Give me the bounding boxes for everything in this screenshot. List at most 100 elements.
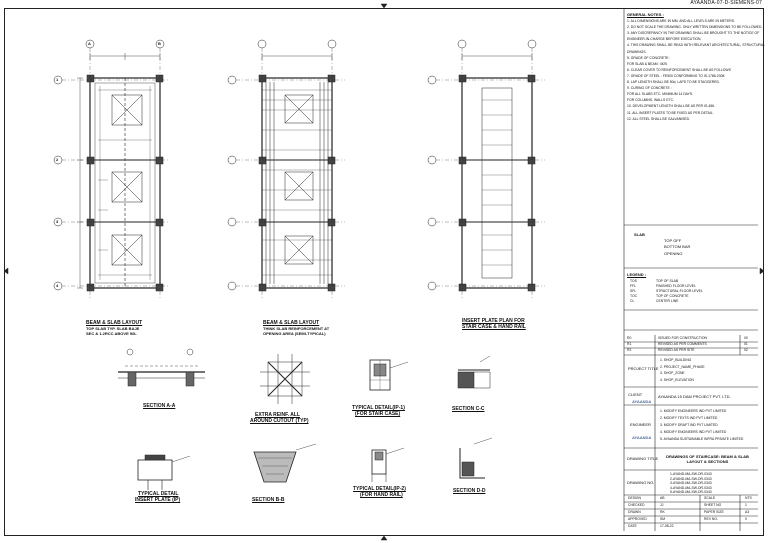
footer-label: PAPER SIZE [704,510,724,514]
engineer-line: 4. MODIFY ENGINEERS IND PVT LIMITED [660,430,727,434]
note-line: 9. CURING OF CONCRETE : [627,86,672,91]
engineer-line: 2. MODIFY TEXTS IND PVT LIMITED [660,416,718,420]
note-line: DRAWINGS. [627,49,647,54]
drawing-no-label: DRAWING NO. [627,480,655,485]
drawing-no: 2-AYAND-MA-SW-DR-0343 [670,476,712,481]
section-aa-title: SECTION A-A [143,403,176,409]
revision-no: 01 [744,342,748,346]
revision-code: R1 [627,342,632,346]
beam-slab-plan-2 [227,39,345,300]
footer-label: APPROVED [628,517,647,521]
footer-value: NTS [745,496,752,500]
footer-label: DESIGN [628,496,641,500]
legend-desc: TOP OF SLAB [656,279,679,283]
footer-value: AB [660,496,665,500]
legend-abbr: FFL [630,284,637,288]
insert-plate-plan [427,39,545,300]
revision-no: 00 [744,336,748,340]
engineer-label: ENGINEER [630,422,651,427]
note-line: 8. LAP LENGTH SHALL BE 50d, LAPS TO BE S… [627,80,720,84]
footer-value: RK [660,510,665,514]
legend-abbr: TOS [630,279,637,283]
ip1-title: TYPICAL DETAIL(IP-1) [352,405,405,411]
footer-value: SM [660,517,666,521]
grid-label-a: A [88,41,91,46]
footer-value: JJ [660,503,664,507]
ip2-title: TYPICAL DETAIL(IP-2) [353,486,406,492]
footer-label: CHECKED [628,503,645,507]
extra-reinf-title: EXTRA REINF. ALL [255,412,300,418]
note-line: 4. THIS DRAWING SHALL BE READ WITH RELEV… [627,43,766,48]
plan1-sub2: SEC & 1.2RCC ABOVE 90L [86,331,137,336]
note-line: 7. GRADE OF STEEL : FE500 CONFORMING TO … [627,73,725,78]
drawing-no: 3-AYAND-MA-SW-DR-0343 [670,481,712,485]
extra-reinf-detail [260,354,310,404]
typical-detail-ip1 [369,359,409,391]
project-line: 1. SHOP_BUILDING [660,358,692,362]
note-line: FOR SLAB & BEAM : M25 [627,61,667,66]
plan1-title: BEAM & SLAB LAYOUT [86,320,143,326]
beam-slab-plan-1 [53,39,170,300]
legend-abbr: CL [630,299,635,303]
section-cc-title: SECTION C-C [452,406,485,412]
footer-value: 0 [745,517,747,521]
plan3-sub1: STAIR CASE & HAND RAIL [462,324,526,330]
section-cc [457,355,491,389]
note-line: 1. ALL DIMENSIONS ARE IN MM. AND ALL LEV… [627,19,735,23]
insert-title: TYPICAL DETAIL [138,491,179,497]
drawing-no: 1-AYAND-MA-SW-DR-0343 [670,472,712,476]
legend-desc: TOP OF CONCRETE [656,294,689,298]
plan3-title: INSERT PLATE PLAN FOR [462,318,525,324]
legend-abbr: TOC [630,294,638,298]
drawing-sheet-frame [4,8,764,536]
typical-insert-plate [137,454,191,490]
footer-value: A3 [745,510,750,514]
project-line: 4. SHOP_ELEVATION [660,377,694,382]
legend-desc: FINISHED FLOOR LEVEL [656,284,696,288]
legend-abbr: SFL [630,289,637,293]
legend-heading: LEGEND : [627,272,647,277]
note-line: FOR COLUMNS, WALLS ETC. [627,98,674,103]
note-line: 12. ALL STEEL SHALL BE GALVANISED. [627,116,691,121]
revision-desc: REVISED AS PER COMMENTS [658,342,707,346]
title-block-frame [623,9,758,531]
note-line: FOR ALL SLABS ETC. MINIMUM 14 DAYS. [627,92,694,97]
engineer-line: 1. MODIFY ENGINEERS IND PVT LIMITED [660,409,727,413]
sheet-reference: AYAANDA-07-D-SIEMENS-07 [690,0,762,6]
section-bb-title: SECTION B-B [252,497,285,503]
revision-no: 02 [744,348,748,352]
note-line: ENGINEER-IN-CHARGE BEFORE EXECUTION. [627,37,702,42]
grid-label-4: 4 [56,283,59,288]
revision-code: R2 [627,348,632,352]
note-line: 6. CLEAR COVER TO REINFORCEMENT SHALL BE… [627,67,731,72]
footer-label: SHEET NO [704,503,722,507]
notes-heading: GENERAL NOTES : [627,12,664,17]
engineer-line: 3. MODIFY DRAFT IND PVT LIMITED [660,423,718,427]
client-label: CLIENT [628,392,643,397]
slab-legend-item-1: TOP OFF [664,238,682,243]
grid-label-3: 3 [56,219,59,224]
note-line: 11. ALL INSERT PLATES TO BE FIXED AS PER… [627,110,714,115]
engineer-line: 5. AYAANDA SUSTAINABLE INFRA PRIVATE LIM… [660,437,744,441]
revision-code: R0 [627,336,632,340]
slab-legend-item-2: BOTTOM BAR [664,244,691,249]
drawing-title-label: DRAWING TITLE [627,456,659,461]
revision-desc: ISSUED FOR CONSTRUCTION [658,336,707,340]
note-line: 10. DEVELOPMENT LENGTH SHALL BE AS PER I… [627,104,716,109]
project-line: 3. SHOP_ZONE [660,371,685,375]
legend-desc: STRUCTURAL FLOOR LEVEL [656,289,703,293]
legend-desc: CENTER LINE [656,299,679,303]
client-logo: AYAANDA [632,399,652,404]
plan2-title: BEAM & SLAB LAYOUT [263,320,320,326]
client-name: AYAANDA 15 DAM PROJECT PVT. LTD. [658,394,731,399]
plan2-sub2: OPENING AREA (SEMI-TYPICAL) [263,331,326,336]
drawing-title: DRAWINGS OF STAIRCASE: BEAM & SLAB LAYOU… [666,454,749,464]
insert-sub: INSERT PLATE (IP) [135,497,181,503]
note-line: 5. GRADE OF CONCRETE : [627,55,671,60]
section-bb [253,443,317,483]
footer-label: REV NO. [704,517,718,521]
grid-label-b: B [158,41,161,46]
grid-label-1: 1 [56,77,59,82]
engineer-logo: AYAANDA [632,435,652,440]
footer-label: DATE [628,524,637,528]
